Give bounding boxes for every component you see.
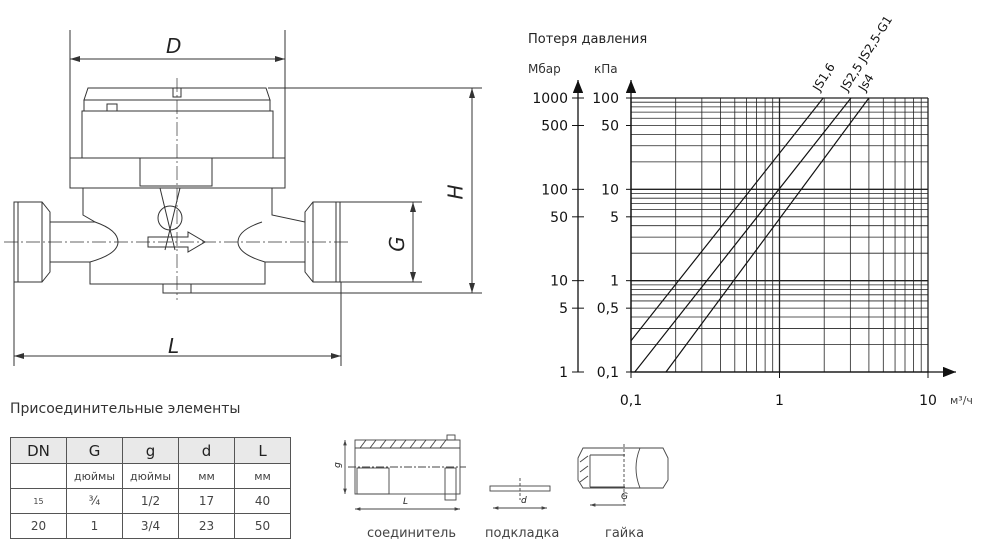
header-cell: d — [178, 437, 235, 464]
table-cell: 1 — [66, 513, 123, 539]
header-cell: g — [122, 437, 179, 464]
y-tick-label-kpa: 100 — [592, 91, 619, 107]
table-cell: 50 — [234, 513, 291, 539]
y-tick-label-mbar: 500 — [541, 118, 568, 134]
x-tick-label: 1 — [775, 393, 784, 409]
header-cell: G — [66, 437, 123, 464]
water-meter-drawing — [4, 30, 482, 366]
chart-title: Потеря давления — [528, 32, 648, 47]
table-cell: 20 — [10, 513, 67, 539]
x-tick-label: 10 — [919, 393, 937, 409]
unit-cell: мм — [234, 463, 291, 489]
table-cell: 23 — [178, 513, 235, 539]
y-tick-label-kpa: 10 — [601, 182, 619, 198]
table-cell: 3/4 — [122, 513, 179, 539]
table-cell: 17 — [178, 488, 235, 514]
x-axis-label: м³/ч — [950, 394, 973, 407]
y-tick-label-mbar: 5 — [559, 301, 568, 317]
y-tick-label-kpa: 0,5 — [597, 301, 619, 317]
nut-dim-g: G — [621, 492, 628, 502]
fittings-title: Присоединительные элементы — [10, 401, 241, 417]
y-tick-label-mbar: 1 — [559, 365, 568, 381]
table-row: 20 1 3/4 23 50 — [10, 513, 291, 539]
nut-label: гайка — [605, 526, 645, 541]
series-label: JS1,6 — [809, 61, 837, 95]
y-axis-left-label: Мбар — [528, 62, 561, 76]
y-tick-label-mbar: 100 — [541, 182, 568, 198]
connector-label: соединитель — [367, 526, 457, 541]
gasket-dim-d: d — [521, 496, 527, 506]
y-tick-label-kpa: 0,1 — [597, 365, 619, 381]
connector-dim-l: L — [403, 497, 409, 507]
y-tick-label-kpa: 5 — [610, 210, 619, 226]
y-axis-right-label: кПа — [594, 62, 618, 76]
y-tick-label-kpa: 1 — [610, 274, 619, 290]
y-tick-label-kpa: 50 — [601, 118, 619, 134]
table-units-row: дюймы дюймы мм мм — [10, 463, 291, 489]
gasket-label: подкладка — [485, 526, 560, 541]
unit-cell — [10, 463, 67, 489]
dimension-l-label: L — [168, 334, 180, 358]
x-tick-label: 0,1 — [620, 393, 642, 409]
table-cell: 40 — [234, 488, 291, 514]
dimension-d-label: D — [166, 34, 182, 58]
series-line-js2-5-js2-5-g1 — [634, 97, 852, 373]
unit-cell: дюймы — [66, 463, 123, 489]
series-line-js4 — [665, 97, 870, 373]
fittings-table: DN G g d L дюймы дюймы мм мм 15 ¾ 1/2 17… — [10, 437, 291, 539]
y-tick-label-mbar: 1000 — [532, 91, 568, 107]
y-tick-label-mbar: 10 — [550, 274, 568, 290]
y-tick-label-mbar: 50 — [550, 210, 568, 226]
series-line-js1-6 — [630, 97, 824, 342]
